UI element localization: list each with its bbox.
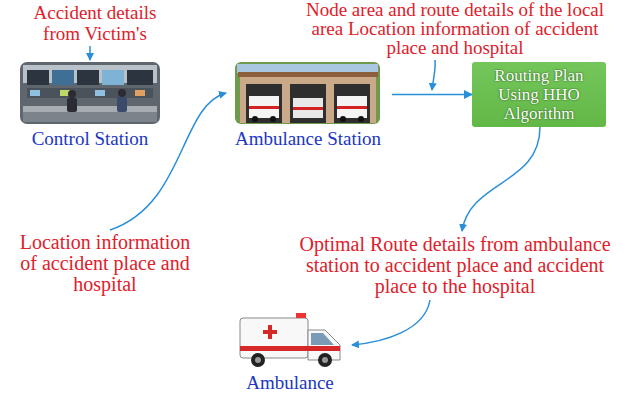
annotation-text: Optimal Route details from ambulance sta…	[285, 234, 625, 297]
annotation-text: Location information of accident place a…	[10, 232, 200, 295]
annotation-text: Accident details from Victim's	[15, 2, 175, 44]
picture-caption: Ambulance	[228, 372, 352, 393]
box-text: Routing Plan Using HHO Algorithm	[478, 66, 600, 123]
picture-caption: Control Station	[14, 128, 166, 149]
flow-arrow	[392, 94, 472, 96]
process-box: Routing Plan Using HHO Algorithm	[472, 62, 606, 127]
picture-caption: Ambulance Station	[224, 128, 392, 149]
leader-arrow	[110, 93, 226, 230]
station-picture-box: Ambulance Station	[224, 62, 392, 149]
annotation-text: Node area and route details of the local…	[290, 0, 620, 57]
leader-arrow	[462, 127, 540, 231]
control-room-picture	[20, 62, 160, 124]
station-picture-box: Control Station	[14, 62, 166, 149]
leader-arrow	[352, 300, 430, 345]
ambulance-picture	[240, 313, 340, 367]
ambulance-station-picture	[235, 62, 380, 124]
leader-arrow	[432, 60, 435, 90]
leader-arrow	[89, 46, 91, 60]
vehicle-picture-box: Ambulance	[228, 312, 352, 393]
